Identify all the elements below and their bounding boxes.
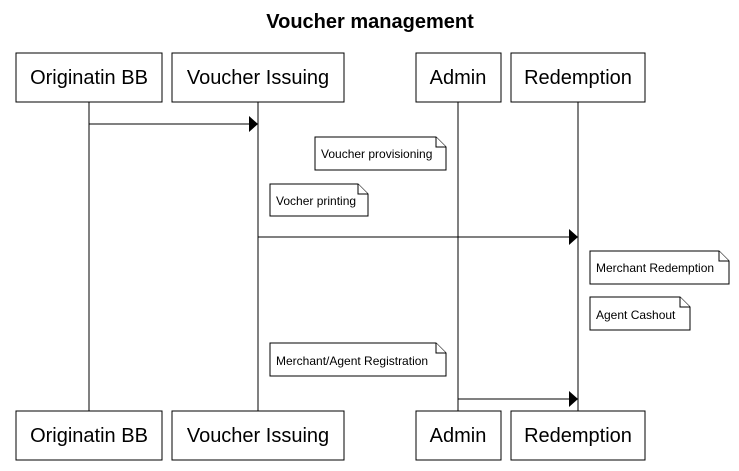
actor-label: Originatin BB	[30, 67, 148, 89]
actor-redemption-bottom: Redemption	[510, 410, 646, 461]
note-label: Merchant Redemption	[596, 261, 714, 275]
actor-label: Admin	[430, 425, 487, 447]
actor-label: Redemption	[524, 425, 632, 447]
arrowhead	[569, 229, 578, 245]
actor-originating-top: Originatin BB	[15, 52, 163, 103]
note-label: Vocher printing	[276, 194, 356, 208]
actor-label: Originatin BB	[30, 425, 148, 447]
note-merchant-redemption: Merchant Redemption	[589, 250, 730, 285]
diagram-title: Voucher management	[266, 11, 474, 33]
note-label: Voucher provisioning	[321, 147, 432, 161]
actor-label: Redemption	[524, 67, 632, 89]
actor-admin-top: Admin	[415, 52, 502, 103]
message-originating-to-issuing	[89, 116, 258, 132]
actor-label: Voucher Issuing	[187, 425, 329, 447]
actor-label: Voucher Issuing	[187, 67, 329, 89]
actor-issuing-bottom: Voucher Issuing	[171, 410, 345, 461]
actor-admin-bottom: Admin	[415, 410, 502, 461]
actor-label: Admin	[430, 67, 487, 89]
actor-originating-bottom: Originatin BB	[15, 410, 163, 461]
actor-redemption-top: Redemption	[510, 52, 646, 103]
arrowhead	[249, 116, 258, 132]
actor-issuing-top: Voucher Issuing	[171, 52, 345, 103]
note-vocher-printing: Vocher printing	[269, 183, 369, 217]
message-issuing-to-redemption	[258, 229, 578, 245]
message-admin-to-redemption	[458, 391, 578, 407]
note-label: Agent Cashout	[596, 308, 676, 322]
note-agent-cashout: Agent Cashout	[589, 296, 691, 331]
note-label: Merchant/Agent Registration	[276, 354, 428, 368]
note-merchant-agent-registration: Merchant/Agent Registration	[269, 342, 447, 377]
arrowhead	[569, 391, 578, 407]
note-voucher-provisioning: Voucher provisioning	[314, 136, 447, 171]
